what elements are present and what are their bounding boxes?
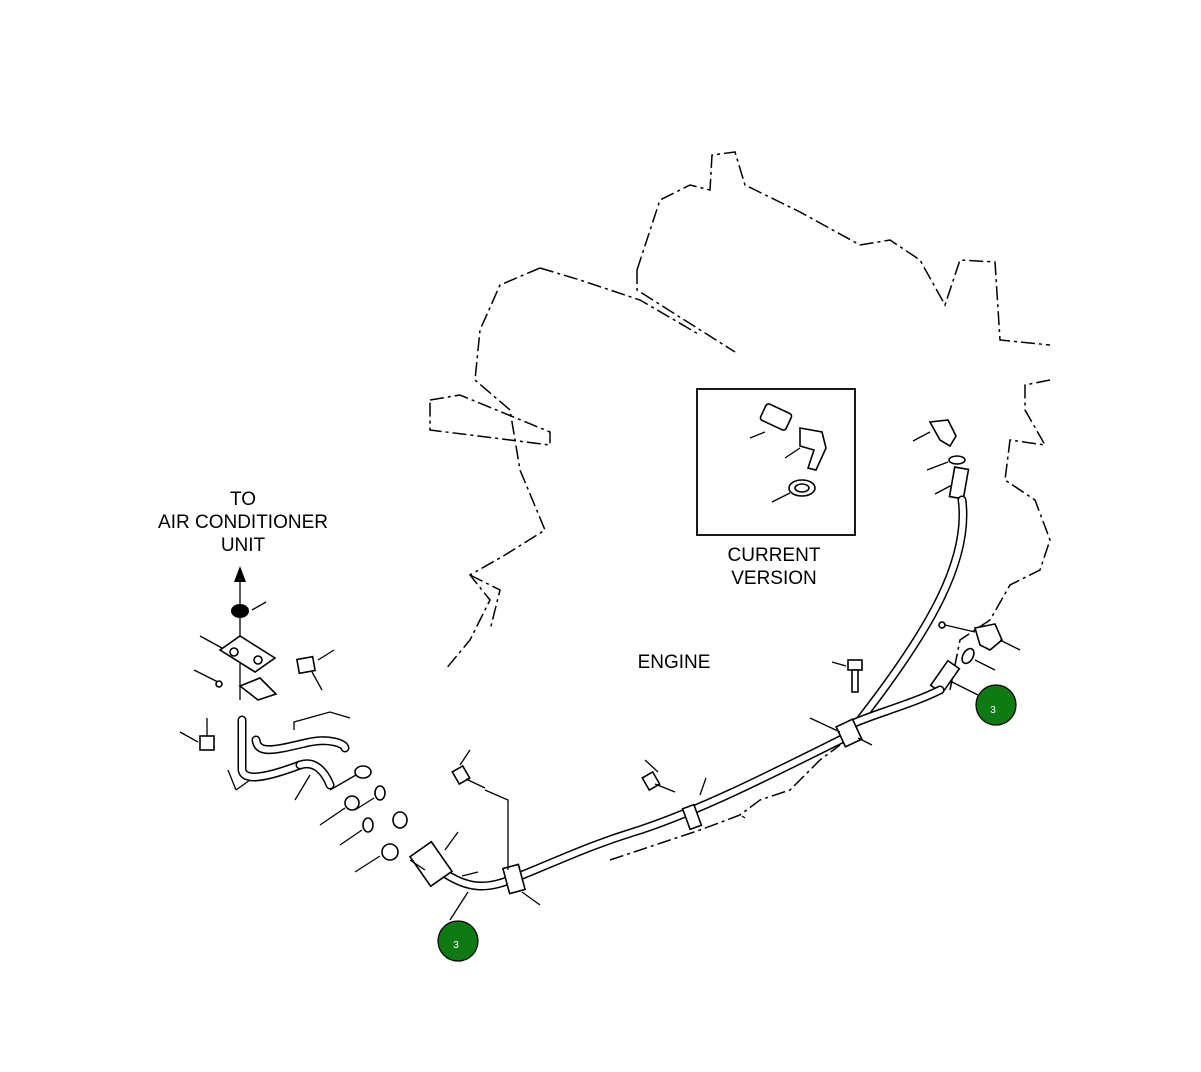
- callout-bottom-leader: [449, 891, 469, 921]
- engine-outline: [429, 151, 1051, 861]
- callout-right-number: 3: [990, 705, 996, 716]
- bolt-top-left: [295, 649, 335, 691]
- bolt-left: [179, 718, 215, 751]
- callout-bottom-number: 3: [453, 940, 459, 951]
- left-bracket-assembly: [179, 566, 351, 801]
- right-fittings: [929, 621, 1021, 695]
- current-version-line2: VERSION: [731, 568, 817, 589]
- to-unit-line3: UNIT: [221, 535, 266, 556]
- inset-elbow-fitting: [784, 427, 827, 471]
- callout-right-leader: [951, 681, 979, 696]
- lower-left-fittings: [319, 765, 479, 888]
- callout-bottom[interactable]: 3: [437, 920, 479, 962]
- hose-assembly: [435, 495, 968, 891]
- upper-right-fittings: [912, 419, 970, 500]
- current-version-inset: [696, 388, 856, 536]
- arrow-to-unit: [234, 566, 246, 700]
- to-unit-line2: AIR CONDITIONER: [158, 512, 328, 533]
- callout-right[interactable]: 3: [975, 684, 1017, 726]
- engine-label: ENGINE: [638, 652, 711, 673]
- inset-fitting-straight: [749, 403, 793, 439]
- tube-pair: [237, 715, 350, 790]
- hose-clamps: [501, 717, 873, 906]
- bolt-middle: [641, 759, 676, 793]
- label-current-version: CURRENT VERSION: [728, 545, 821, 589]
- to-unit-line1: TO: [230, 489, 256, 510]
- inset-hose-clamp: [771, 479, 816, 503]
- current-version-line1: CURRENT: [728, 545, 821, 566]
- bolt-upper: [831, 659, 863, 693]
- label-to-air-conditioner-unit: TO AIR CONDITIONER UNIT: [158, 489, 328, 556]
- bolt-lower: [451, 749, 509, 870]
- bolts: [451, 659, 863, 870]
